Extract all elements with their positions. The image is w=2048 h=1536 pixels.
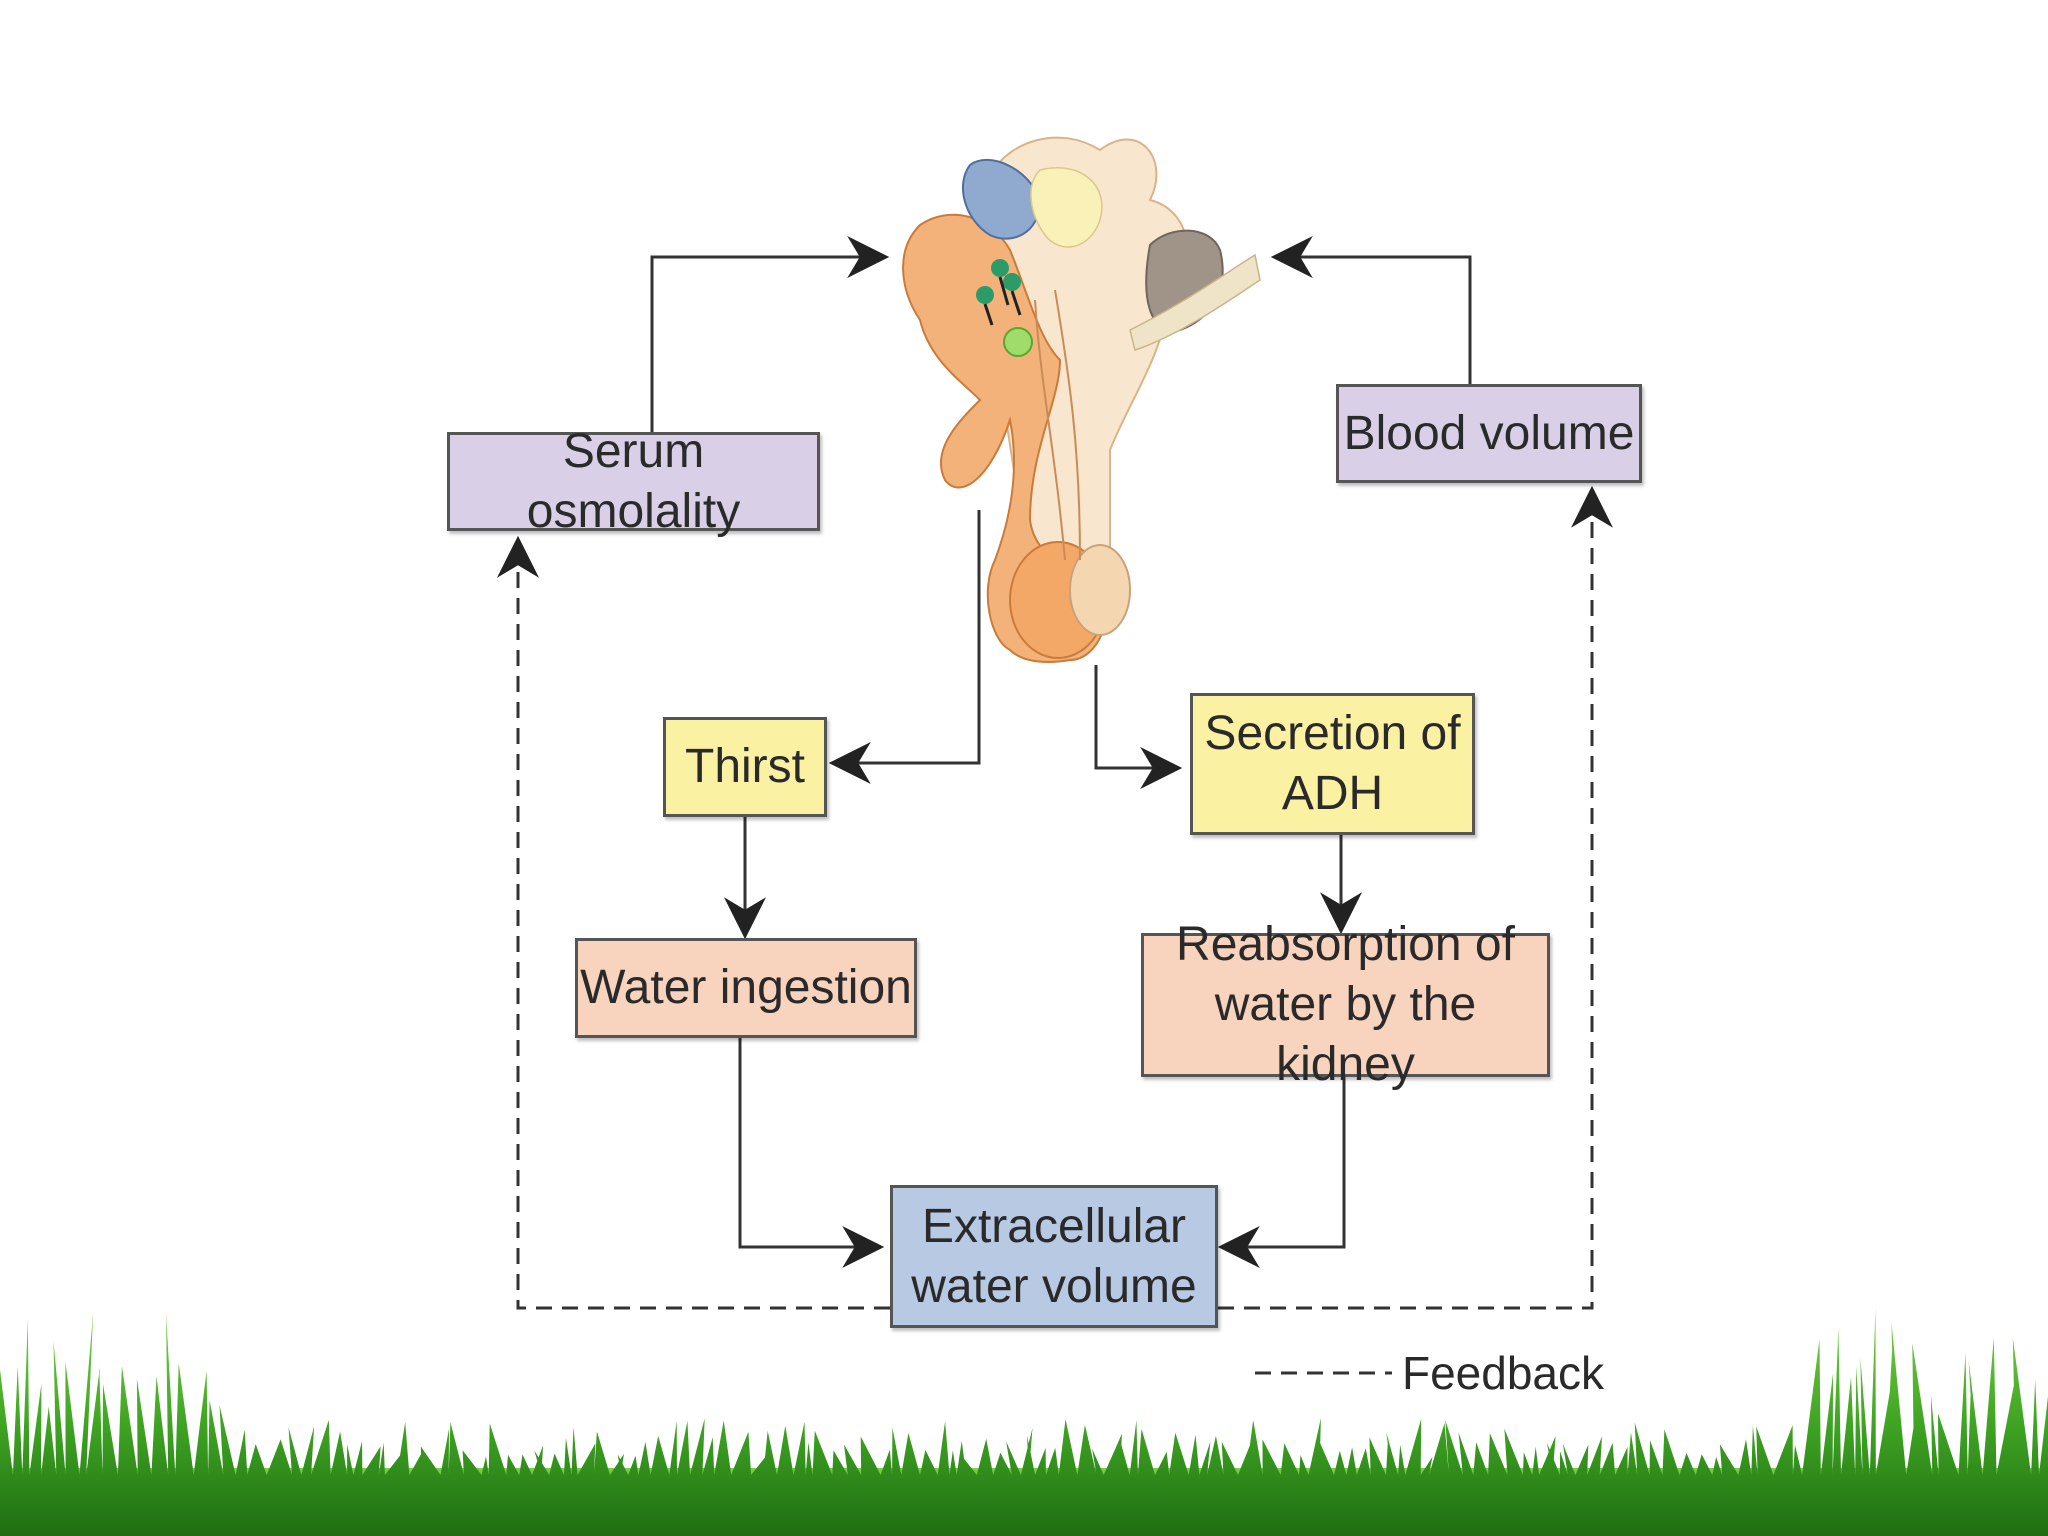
feedback-legend-label: Feedback: [1402, 1347, 1605, 1399]
solid-connectors: [650, 236, 1472, 1268]
grass-border: [0, 1307, 2048, 1536]
blood-volume-box: Blood volume: [1336, 384, 1642, 483]
water-ingestion-box: Water ingestion: [575, 938, 917, 1038]
arrow-ingestion-to-extracellular: [738, 1038, 885, 1268]
arrow-blood-to-hypothalamus: [1270, 236, 1472, 385]
secretion-adh-box: Secretion of ADH: [1190, 693, 1475, 835]
arrow-reabsorption-to-extracellular: [1217, 1077, 1346, 1268]
arrow-hypothalamus-to-adh: [1094, 665, 1183, 789]
extracellular-water-volume-box: Extracellular water volume: [890, 1185, 1218, 1328]
feedback-connectors: [497, 485, 1613, 1310]
extracellular-water-volume-label: Extracellular water volume: [911, 1199, 1197, 1313]
reabsorption-label: Reabsorption of water by the kidney: [1176, 918, 1515, 1091]
feedback-to-serum-osmolality: [497, 535, 890, 1310]
arrow-hypothalamus-to-thirst: [828, 510, 981, 784]
arrow-serum-to-hypothalamus: [650, 236, 890, 432]
thirst-box: Thirst: [663, 717, 827, 817]
feedback-to-blood-volume: [1218, 485, 1613, 1310]
hypothalamus-pituitary-illustration: [902, 136, 1261, 663]
serum-osmolality-box: Serum osmolality: [447, 425, 820, 538]
water-ingestion-label: Water ingestion: [580, 961, 912, 1014]
secretion-adh-label: Secretion of ADH: [1204, 707, 1461, 820]
thirst-label: Thirst: [685, 740, 805, 793]
reabsorption-box: Reabsorption of water by the kidney: [1141, 918, 1550, 1091]
serum-osmolality-label: Serum osmolality: [526, 424, 741, 538]
blood-volume-label: Blood volume: [1343, 406, 1635, 460]
